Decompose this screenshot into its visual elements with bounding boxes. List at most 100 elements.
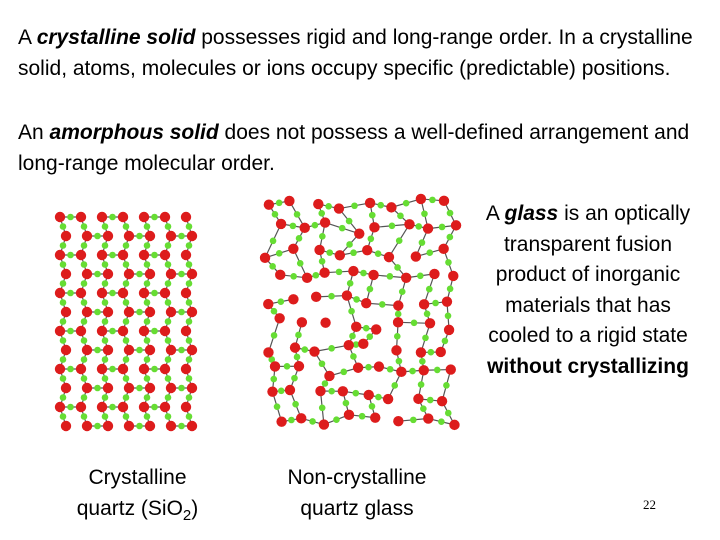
- silicon-atom: [349, 332, 356, 340]
- silicon-atom: [101, 242, 109, 249]
- oxygen-atom: [96, 211, 108, 223]
- silicon-atom: [415, 223, 423, 230]
- oxygen-atom: [180, 363, 192, 375]
- silicon-atom: [410, 319, 418, 327]
- silicon-atom: [291, 374, 298, 382]
- silicon-atom: [295, 331, 302, 339]
- oxygen-atom: [314, 244, 325, 256]
- silicon-atom: [444, 409, 452, 417]
- silicon-atom: [293, 211, 301, 218]
- oxygen-atom: [159, 287, 171, 299]
- oxygen-atom: [309, 346, 320, 357]
- silicon-atom: [101, 223, 109, 230]
- silicon-atom: [122, 375, 130, 382]
- silicon-atom: [143, 337, 151, 344]
- silicon-atom: [367, 235, 375, 243]
- caption-glass-line1: Non-crystalline: [287, 466, 427, 489]
- oxygen-atom: [423, 413, 434, 424]
- oxygen-atom: [123, 230, 135, 242]
- silicon-atom: [309, 418, 316, 425]
- silicon-atom: [67, 403, 74, 411]
- oxygen-atom: [400, 272, 412, 283]
- silicon-atom: [178, 232, 185, 240]
- silicon-atom: [418, 239, 426, 246]
- oxygen-atom: [180, 325, 192, 337]
- silicon-atom: [394, 310, 402, 318]
- silicon-atom: [342, 399, 350, 407]
- oxygen-atom: [445, 364, 456, 375]
- oxygen-atom: [334, 250, 346, 261]
- oxygen-atom: [410, 251, 422, 262]
- silicon-atom: [366, 333, 374, 340]
- silicon-atom: [109, 327, 116, 335]
- silicon-atom: [295, 235, 303, 242]
- silicon-atom: [441, 337, 449, 345]
- oxygen-atom: [54, 363, 66, 375]
- silicon-atom: [59, 318, 67, 325]
- oxygen-atom: [138, 287, 150, 299]
- silicon-atom: [326, 249, 334, 256]
- oxygen-atom: [284, 384, 296, 396]
- oxygen-atom: [144, 420, 156, 432]
- silicon-atom: [393, 333, 401, 340]
- silicon-atom: [122, 394, 130, 401]
- oxygen-atom: [318, 419, 330, 430]
- silicon-atom: [164, 337, 172, 344]
- silicon-atom: [101, 318, 109, 325]
- silicon-atom: [80, 337, 88, 344]
- oxygen-atom: [296, 413, 307, 424]
- oxygen-atom: [288, 243, 299, 254]
- silicon-atom: [353, 296, 360, 303]
- oxygen-atom: [186, 230, 198, 242]
- silicon-atom: [185, 356, 193, 363]
- oxygen-atom: [289, 342, 301, 353]
- oxygen-atom: [301, 272, 313, 284]
- silicon-atom: [143, 413, 151, 420]
- silicon-atom: [319, 232, 326, 240]
- silicon-atom: [109, 365, 116, 373]
- silicon-atom: [67, 289, 74, 297]
- oxygen-atom: [60, 306, 72, 318]
- oxygen-atom: [81, 306, 93, 318]
- oxygen-atom: [144, 268, 156, 280]
- silicon-atom: [426, 249, 434, 257]
- silicon-atom: [410, 416, 417, 424]
- oxygen-atom: [96, 249, 108, 261]
- oxygen-atom: [415, 347, 427, 358]
- oxygen-atom: [438, 243, 449, 255]
- silicon-atom: [338, 224, 346, 232]
- silicon-atom: [59, 394, 67, 401]
- silicon-atom: [271, 211, 279, 218]
- silicon-atom: [143, 261, 151, 268]
- crystalline-solid-term: crystalline solid: [36, 26, 196, 49]
- silicon-atom: [429, 196, 436, 204]
- oxygen-atom: [449, 419, 460, 431]
- oxygen-atom: [81, 230, 93, 242]
- oxygen-atom: [436, 395, 448, 407]
- silicon-atom: [67, 213, 74, 221]
- silicon-atom: [277, 387, 285, 395]
- oxygen-atom: [144, 344, 156, 356]
- silicon-atom: [352, 389, 360, 397]
- oxygen-atom: [337, 386, 349, 397]
- oxygen-atom: [358, 338, 369, 350]
- silicon-atom: [80, 299, 88, 306]
- silicon-atom: [122, 223, 130, 230]
- silicon-atom: [333, 416, 340, 423]
- oxygen-atom: [263, 298, 274, 310]
- oxygen-atom: [293, 361, 305, 372]
- oxygen-atom: [117, 401, 129, 413]
- silicon-atom: [446, 285, 454, 293]
- silicon-atom: [136, 270, 143, 278]
- oxygen-atom: [75, 287, 87, 299]
- oxygen-atom: [404, 219, 415, 230]
- silicon-atom: [270, 332, 278, 339]
- silicon-atom: [101, 261, 109, 268]
- oxygen-atom: [102, 420, 114, 432]
- oxygen-atom: [370, 412, 381, 423]
- silicon-atom: [80, 318, 88, 325]
- silicon-atom: [151, 327, 158, 335]
- oxygen-atom: [180, 211, 192, 223]
- oxygen-atom: [448, 270, 459, 282]
- silicon-atom: [80, 356, 88, 363]
